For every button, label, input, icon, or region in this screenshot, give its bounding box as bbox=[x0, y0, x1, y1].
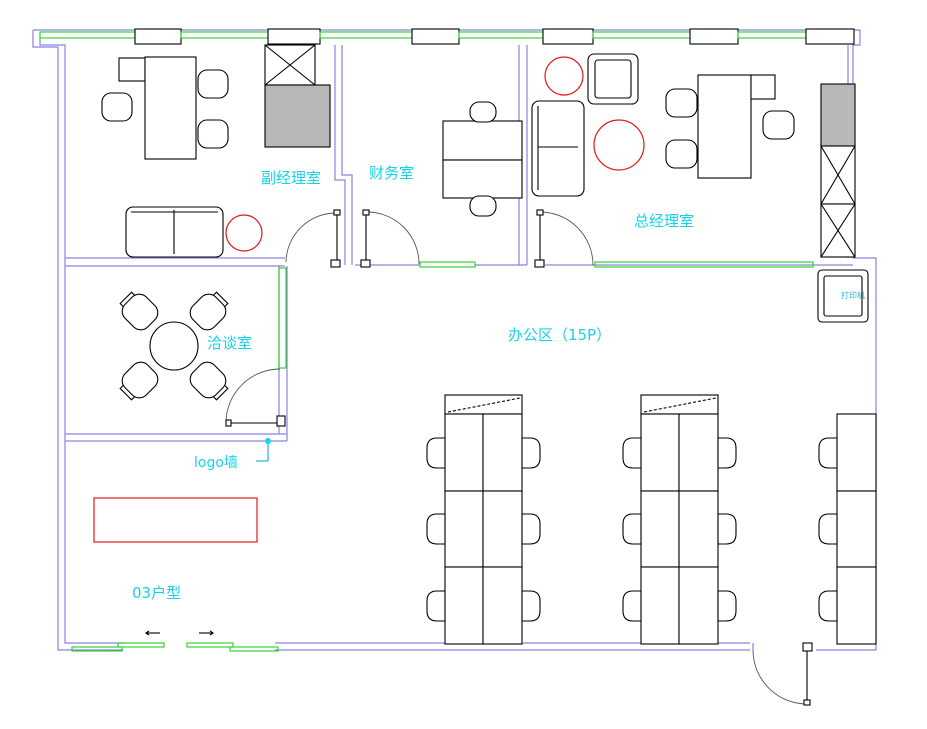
deputy-office-furniture bbox=[101, 44, 331, 258]
label-meeting-room: 洽谈室 bbox=[207, 334, 252, 352]
room-labels: 副经理室 财务室 总经理室 洽谈室 办公区（15P） logo墙 03户型 bbox=[132, 164, 694, 602]
label-office-area: 办公区（15P） bbox=[508, 326, 611, 344]
meeting-room-furniture bbox=[119, 291, 229, 401]
label-finance-office: 财务室 bbox=[369, 164, 414, 182]
label-logo-wall: logo墙 bbox=[194, 455, 238, 471]
entry-glass-doors bbox=[71, 630, 279, 652]
printer-label: 打印机 bbox=[841, 290, 865, 300]
label-unit-type: 03户型 bbox=[132, 584, 181, 602]
printer: 打印机 bbox=[817, 269, 869, 323]
top-windows bbox=[39, 28, 855, 45]
finance-office-furniture bbox=[442, 101, 523, 217]
label-general-manager-office: 总经理室 bbox=[634, 212, 694, 230]
interior-walls bbox=[65, 45, 853, 442]
label-deputy-manager-office: 副经理室 bbox=[261, 169, 321, 187]
interior-glass bbox=[278, 261, 814, 369]
office-desks bbox=[444, 394, 877, 645]
office-chairs bbox=[426, 437, 838, 622]
doors bbox=[225, 209, 813, 706]
reception-furniture bbox=[93, 438, 271, 543]
gm-office-furniture bbox=[531, 53, 856, 258]
